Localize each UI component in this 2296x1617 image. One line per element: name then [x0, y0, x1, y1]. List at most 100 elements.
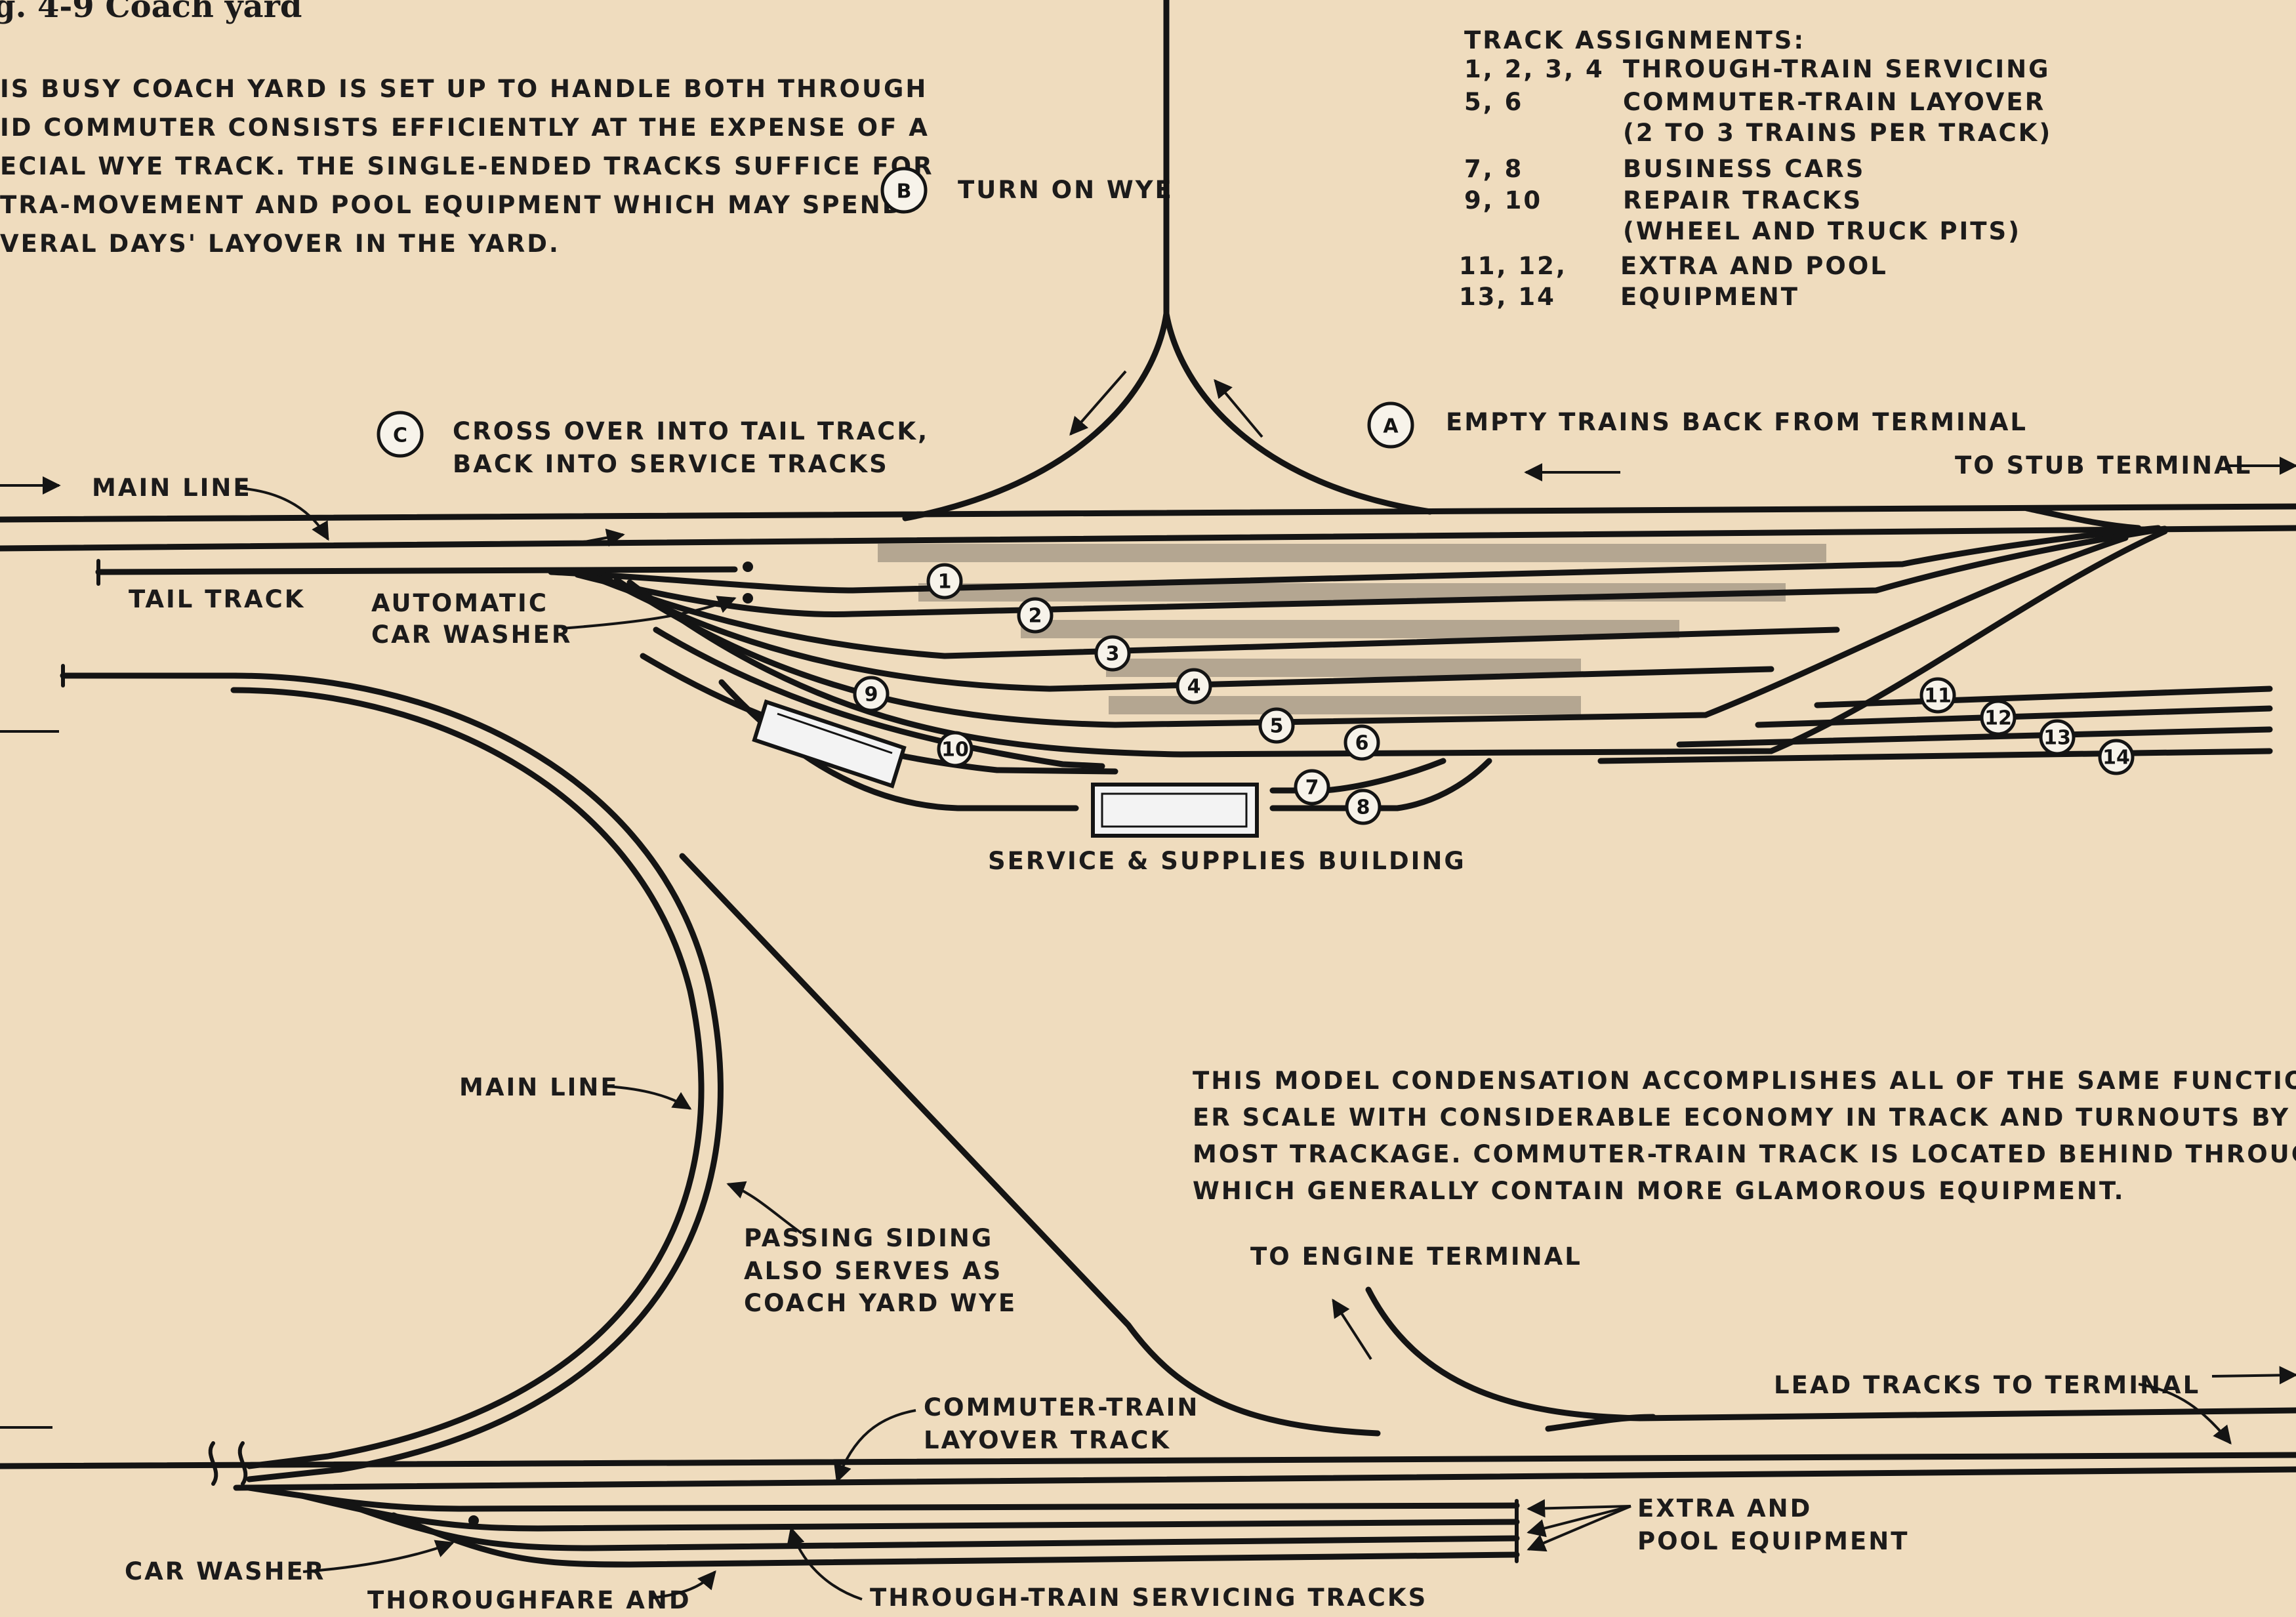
commuter-layover-label: LAYOVER TRACK [924, 1426, 1171, 1454]
move-letter-circle [1367, 401, 1414, 449]
model-line: ER SCALE WITH CONSIDERABLE ECONOMY IN TR… [1193, 1103, 2296, 1132]
track-number: 14 [2102, 747, 2130, 769]
main-line-top-track-2 [0, 525, 2296, 552]
washer-dot [468, 1515, 479, 1526]
track-number: 6 [1355, 732, 1369, 755]
commuter-layover-label: COMMUTER-TRAIN [924, 1393, 1199, 1422]
arrow [2211, 1366, 2296, 1385]
to-stub-terminal-label: TO STUB TERMINAL [1955, 451, 2252, 480]
intro-line: TRA-MOVEMENT AND POOL EQUIPMENT WHICH MA… [0, 191, 904, 219]
track-number: 8 [1357, 796, 1370, 819]
car-washer-label: CAR WASHER [125, 1557, 325, 1586]
washer-dot [743, 562, 753, 572]
move-description-2: BACK INTO SERVICE TRACKS [453, 450, 889, 478]
model-line: MOST TRACKAGE. COMMUTER-TRAIN TRACK IS L… [1193, 1140, 2296, 1168]
crossover [2024, 505, 2142, 531]
yard-track-c [338, 1499, 1520, 1551]
leader [561, 596, 737, 630]
leader [1527, 1499, 1631, 1518]
track-number: 13 [2043, 727, 2071, 750]
move-letter-circle [377, 411, 424, 458]
car-band-track-1 [878, 544, 1826, 562]
wye-left-leg [902, 310, 1170, 522]
move-c: C CROSS OVER INTO TAIL TRACK, BACK INTO … [377, 411, 927, 478]
passing-siding-label: COACH YARD WYE [744, 1289, 1017, 1317]
service-building-label: SERVICE & SUPPLIES BUILDING [988, 847, 1466, 875]
assignment-use: REPAIR TRACKS [1623, 186, 1862, 215]
model-line: THIS MODEL CONDENSATION ACCOMPLISHES ALL… [1193, 1067, 2296, 1095]
arrow [1332, 1298, 1372, 1361]
move-letter: B [897, 180, 912, 203]
yard-track-d [390, 1512, 1520, 1568]
figure-title: g. 4-9 Coach yard [0, 0, 302, 25]
break-mark [237, 1441, 248, 1486]
intro-line: IS BUSY COACH YARD IS SET UP TO HANDLE B… [0, 75, 928, 103]
assignment-use: THROUGH-TRAIN SERVICING [1623, 55, 2051, 83]
passing-siding-label: PASSING SIDING [744, 1224, 993, 1252]
engine-terminal-lead [1365, 1286, 2296, 1422]
leader [651, 1570, 716, 1599]
tail-track [95, 566, 738, 575]
track-7 [1269, 758, 1446, 794]
assignment-tracks: 9, 10 [1464, 186, 1542, 215]
main-line-top-track [0, 503, 2296, 523]
track-9 [653, 626, 1105, 769]
lead-tracks-label: LEAD TRACKS TO TERMINAL [1774, 1371, 2200, 1399]
assignment-tracks: 11, 12, [1459, 252, 1567, 280]
passing-siding [679, 853, 1381, 1437]
track-number: 11 [1924, 685, 1952, 708]
move-description: TURN ON WYE [958, 176, 1174, 204]
tail-track-label: TAIL TRACK [129, 585, 305, 613]
assignment-tracks: 5, 6 [1464, 88, 1523, 116]
wye-right-leg [1163, 310, 1433, 515]
automatic-car-washer-label: CAR WASHER [371, 621, 572, 649]
track-number: 5 [1270, 715, 1284, 738]
track-11 [1814, 686, 2273, 708]
track-1 [548, 525, 2162, 594]
leader [787, 1526, 863, 1601]
main-line-bottom [0, 1452, 2296, 1469]
yard-track-a [246, 1484, 1520, 1512]
track-2 [574, 525, 2168, 617]
passing-siding-label: ALSO SERVES AS [744, 1257, 1002, 1285]
leader [302, 1540, 455, 1573]
track-number: 2 [1029, 605, 1042, 628]
track-number: 3 [1106, 643, 1120, 666]
assignment-use: BUSINESS CARS [1623, 155, 1865, 183]
main-line-top-label: MAIN LINE [92, 474, 252, 502]
assignment-tracks: 13, 14 [1459, 283, 1556, 311]
extra-pool-label: EXTRA AND [1637, 1494, 1812, 1523]
arrow [570, 528, 625, 547]
leader [1527, 1505, 1631, 1538]
move-letter: C [393, 424, 407, 447]
track-assignments: TRACK ASSIGNMENTS: 1, 2, 3, 4 THROUGH-TR… [1459, 26, 2051, 311]
model-paragraph: THIS MODEL CONDENSATION ACCOMPLISHES ALL… [1193, 1067, 2296, 1205]
move-a: A EMPTY TRAINS BACK FROM TERMINAL [1367, 401, 2026, 449]
service-supplies-building [1091, 783, 1259, 838]
main-line-loop-outer [230, 672, 724, 1483]
track-5 [613, 535, 2129, 728]
track-assignments-heading: TRACK ASSIGNMENTS: [1464, 26, 1805, 54]
thoroughfare-label: THOROUGHFARE AND [367, 1586, 691, 1614]
arrow [1214, 379, 1263, 438]
intro-line: VERAL DAYS' LAYOVER IN THE YARD. [0, 230, 560, 258]
track-6 [626, 528, 2168, 758]
move-b: B TURN ON WYE [880, 167, 1174, 214]
leader [726, 1181, 803, 1235]
building-spur [718, 679, 1079, 811]
intro-line: ID COMMUTER CONSISTS EFFICIENTLY AT THE … [0, 113, 930, 142]
track-13 [1676, 726, 2273, 748]
track-number: 4 [1187, 676, 1201, 699]
track-number: 1 [938, 571, 952, 594]
move-letter: A [1383, 415, 1399, 438]
main-line-bottom-2 [233, 1466, 2296, 1491]
washer-dot [743, 593, 753, 604]
main-line-loop-label: MAIN LINE [459, 1073, 619, 1101]
intro-paragraph: IS BUSY COACH YARD IS SET UP TO HANDLE B… [0, 75, 932, 258]
leader [237, 487, 329, 541]
assignment-tracks: 1, 2, 3, 4 [1464, 55, 1605, 83]
assignment-use: EQUIPMENT [1620, 283, 1799, 311]
assignment-use: EXTRA AND POOL [1620, 252, 1888, 280]
track-number: 9 [865, 684, 878, 706]
